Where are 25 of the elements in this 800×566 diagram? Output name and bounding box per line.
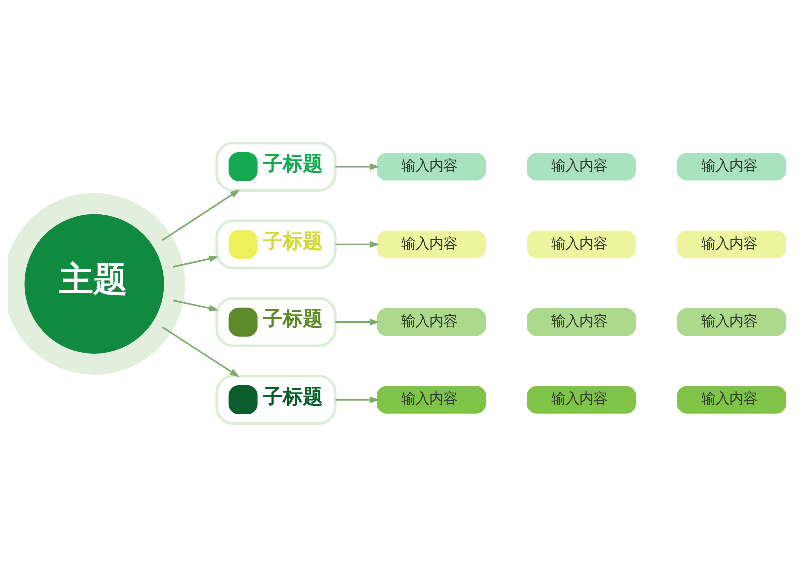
node-box: 子标题 [216,219,337,270]
node-circle: 主题 [8,192,186,375]
node-box: 输入内容 [677,308,786,336]
node-box: 子标题 [216,141,337,192]
node-box: 输入内容 [677,386,786,414]
node-box: 输入内容 [677,152,786,180]
node-box: 输入内容 [527,308,636,336]
node-box: 子标题 [216,296,337,347]
node-box: 输入内容 [376,152,486,180]
node-box: 子标题 [216,374,337,425]
arrow [173,255,220,268]
arrow [173,299,220,312]
arrow [162,189,240,241]
arrow [336,396,380,403]
node-box: 输入内容 [527,230,636,258]
arrow [336,318,380,326]
arrow [162,326,240,377]
arrow [336,163,380,170]
node-box: 输入内容 [376,230,486,258]
node-box: 输入内容 [677,230,786,258]
node-box: 输入内容 [376,308,486,336]
node-box: 输入内容 [527,152,636,180]
node-box: 输入内容 [527,386,636,414]
node-box: 输入内容 [376,386,486,414]
arrow [336,240,380,248]
